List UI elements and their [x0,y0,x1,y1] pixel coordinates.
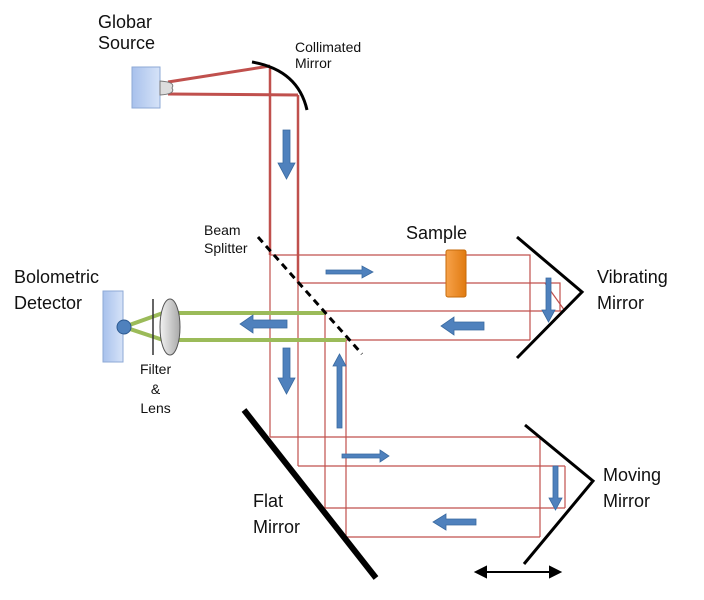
moving-mirror-label: Moving Mirror [603,465,662,512]
arrow-left-detector [239,314,288,334]
arrow-down-vibrating [541,277,556,323]
source-beams [167,64,299,97]
flat-mirror [241,408,379,580]
collimated-mirror-label: Collimated Mirror [295,39,362,72]
beam-splitter-label: Beam Splitter [204,222,248,257]
detector-beams [123,311,346,342]
collimated-beams [268,66,300,283]
arrow-down-collimated [277,129,296,180]
direction-arrows [239,129,563,531]
arrow-down-moving [548,465,563,511]
globar-source-label: Globar Source [98,12,156,53]
vibrating-mirror-label: Vibrating Mirror [597,267,668,314]
collimated-mirror [251,60,309,111]
bolometric-detector-label: Bolometric Detector [14,267,100,314]
globar-source-lamp [159,80,174,96]
vibrating-mirror [515,235,585,360]
sample-label: Sample [406,223,468,243]
arrow-left-return [440,316,485,336]
beam-splitter [256,236,364,355]
flat-mirror-label: Flat Mirror [253,491,300,538]
arrow-down-flat [277,347,296,395]
filter-lens-label: Filter & Lens [140,361,172,417]
sample [445,249,467,298]
moving-mirror [522,423,596,565]
arrow-left-moving [432,513,477,531]
globar-source-box [131,66,161,109]
arrow-right-moving [341,449,390,463]
arrow-right-sample [325,265,374,279]
detector-element [116,319,132,335]
arrow-up-return [332,353,347,429]
movement-double-arrow [473,565,563,579]
lens [159,298,181,356]
